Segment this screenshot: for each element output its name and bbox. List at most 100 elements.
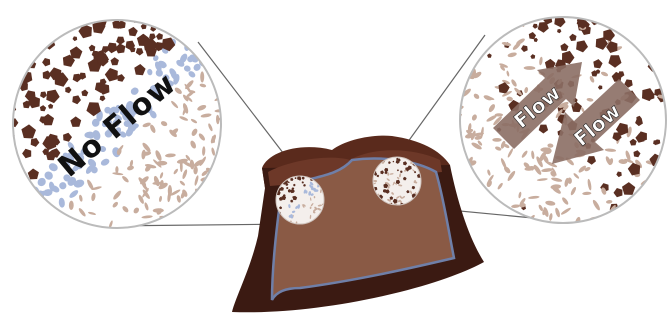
light-particle (490, 221, 498, 231)
dark-particle (659, 76, 664, 81)
light-particle (651, 200, 662, 207)
light-particle (658, 203, 663, 212)
blue-particle (30, 211, 41, 220)
light-particle (486, 197, 490, 207)
blue-particle (314, 189, 319, 192)
light-particle (452, 92, 461, 103)
dark-particle (633, 34, 646, 47)
dark-particle (658, 10, 667, 22)
light-particle (619, 22, 629, 27)
light-particle (89, 227, 92, 236)
light-particle (504, 220, 513, 230)
light-particle (203, 209, 213, 219)
light-particle (213, 179, 221, 186)
light-particle (465, 204, 474, 216)
dark-particle (12, 41, 18, 47)
dark-particle (4, 75, 10, 81)
dark-particle (20, 58, 28, 66)
dark-particle (18, 34, 26, 42)
light-particle (471, 185, 480, 193)
light-particle (179, 217, 186, 228)
light-particle (502, 219, 511, 228)
blue-particle (196, 33, 204, 44)
light-particle (454, 91, 461, 95)
light-particle (219, 152, 227, 161)
blue-particle (34, 222, 43, 231)
dark-particle (175, 10, 186, 21)
blue-particle (26, 222, 39, 234)
light-particle (209, 177, 217, 183)
light-particle (196, 191, 206, 198)
light-particle (186, 204, 194, 212)
light-particle (480, 41, 487, 47)
light-particle (467, 36, 471, 42)
blue-particle (2, 212, 11, 221)
blue-particle (211, 44, 220, 53)
dark-particle (529, 15, 534, 20)
light-particle (222, 196, 227, 206)
dark-particle (160, 8, 172, 21)
dark-particle (471, 19, 481, 29)
blue-particle (199, 36, 208, 43)
light-particle (196, 198, 204, 209)
light-particle (649, 195, 656, 205)
dark-particle (62, 19, 72, 29)
light-particle (491, 202, 497, 212)
blue-particle (20, 195, 29, 205)
blue-particle (203, 39, 212, 48)
dark-particle (587, 8, 595, 16)
blue-particle (212, 31, 222, 41)
dark-particle (179, 18, 192, 32)
blue-particle (5, 204, 14, 213)
blue-particle (39, 218, 51, 231)
blue-particle (8, 210, 16, 218)
light-particle (492, 138, 501, 142)
inset-no-flow: No Flow (1, 8, 231, 238)
dark-particle (71, 11, 80, 20)
dark-particle (10, 196, 17, 203)
dark-particle (650, 52, 662, 64)
dark-particle (166, 21, 174, 29)
light-particle (39, 225, 49, 232)
light-particle (204, 211, 213, 221)
light-particle (509, 17, 517, 25)
light-particle (220, 142, 227, 148)
light-particle (637, 223, 648, 228)
dark-particle (663, 15, 667, 23)
dark-particle (640, 216, 645, 221)
light-particle (215, 203, 219, 211)
dark-particle (662, 49, 667, 58)
blue-particle (10, 217, 18, 225)
light-particle (662, 221, 667, 233)
blue-particle (11, 208, 20, 217)
light-particle (151, 228, 157, 232)
chocolate-piece (232, 136, 484, 313)
light-particle (104, 227, 111, 238)
light-particle (220, 68, 227, 79)
light-particle (505, 225, 515, 231)
blue-particle (9, 193, 20, 205)
dark-particle (471, 24, 483, 36)
blue-particle (192, 42, 198, 53)
dark-particle (619, 10, 630, 22)
light-particle (188, 229, 197, 234)
light-particle (455, 11, 461, 21)
blue-particle (3, 210, 13, 219)
light-particle (168, 185, 172, 197)
blue-particle (16, 193, 27, 205)
light-particle (454, 178, 464, 181)
dark-particle (13, 19, 24, 30)
blue-particle (38, 205, 47, 214)
light-particle (495, 225, 505, 231)
dark-particle (51, 13, 60, 22)
light-particle (599, 226, 607, 230)
blue-particle (34, 202, 43, 210)
blue-particle (24, 209, 36, 221)
dark-particle (23, 17, 35, 29)
dark-particle (657, 40, 661, 44)
light-particle (173, 219, 181, 226)
blue-particle (216, 29, 225, 38)
blue-particle (23, 228, 33, 236)
blue-particle (4, 219, 15, 229)
light-particle (641, 194, 650, 199)
